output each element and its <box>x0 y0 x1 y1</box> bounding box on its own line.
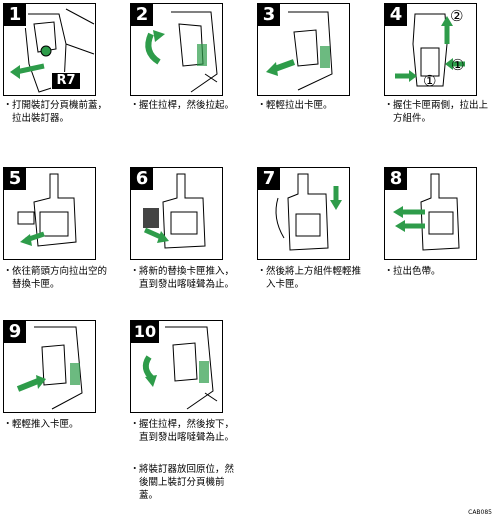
step-number: 10 <box>131 321 161 345</box>
step-8: 8 ・ 拉出色帶。 <box>381 165 498 320</box>
lever-drawing <box>145 11 218 93</box>
step-text: 握住拉桿，然後按下，直到發出喀噠聲為止。 <box>139 419 235 443</box>
step-2-caption: ・ 握住拉桿，然後拉起。 <box>130 99 242 112</box>
step-6: 6 ・ 將新的替換卡匣推入，直到發出喀噠聲為止。 <box>127 165 251 320</box>
cartridge-pull-drawing <box>266 11 333 91</box>
push-cartridge-drawing <box>16 326 83 410</box>
step-8-illustration: 8 <box>384 167 477 260</box>
step-8-caption: ・ 拉出色帶。 <box>384 265 488 278</box>
bullet: ・ <box>3 100 13 111</box>
new-cartridge-drawing <box>143 173 206 249</box>
bullet: ・ <box>257 266 267 277</box>
step-9: 9 ・ 輕輕推入卡匣。 <box>0 318 124 438</box>
step-3-illustration: 3 <box>257 3 350 96</box>
step-text: 握住卡匣兩側，拉出上方組件。 <box>393 100 489 124</box>
step-10-caption-2: ・ 將裝訂器放回原位，然後關上裝訂分頁機前蓋。 <box>130 463 242 502</box>
step-9-caption: ・ 輕輕推入卡匣。 <box>3 418 115 431</box>
step-6-illustration: 6 <box>130 167 223 260</box>
step-3-caption: ・ 輕輕拉出卡匣。 <box>257 99 369 112</box>
step-10-caption: ・ 握住拉桿，然後按下，直到發出喀噠聲為止。 <box>130 418 242 444</box>
marker-circle-2: ② <box>450 7 464 25</box>
step-9-illustration: 9 <box>3 320 96 413</box>
step-1: 1 R7 ・ 打開裝訂分頁機前蓋，拉出裝訂器。 <box>0 0 124 160</box>
step-4-illustration: ② ① ① 4 <box>384 3 477 96</box>
step-4-caption: ・ 握住卡匣兩側，拉出上方組件。 <box>384 99 488 125</box>
bullet: ・ <box>130 464 140 475</box>
step-number: 4 <box>385 4 409 28</box>
step-number: 3 <box>258 4 282 28</box>
step-number: 9 <box>4 321 28 345</box>
step-text-2: 將裝訂器放回原位，然後關上裝訂分頁機前蓋。 <box>139 464 235 501</box>
step-number: 1 <box>4 4 28 28</box>
step-7-illustration: 7 <box>257 167 350 260</box>
step-4: ② ① ① 4 ・ 握住卡匣兩側，拉出上方組件。 <box>381 0 498 160</box>
step-5-illustration: 5 <box>3 167 96 260</box>
step-text: 依往箭頭方向拉出空的替換卡匣。 <box>12 266 108 290</box>
upper-unit-drawing <box>395 13 465 87</box>
push-upper-unit-drawing <box>275 173 342 251</box>
press-lever-drawing <box>142 326 218 410</box>
step-5: 5 ・ 依往箭頭方向拉出空的替換卡匣。 <box>0 165 124 320</box>
step-3: 3 ・ 輕輕拉出卡匣。 <box>254 0 378 160</box>
bullet: ・ <box>257 100 267 111</box>
bullet: ・ <box>3 419 13 430</box>
step-number: 2 <box>131 4 155 28</box>
figure-code: CAB085 <box>468 509 492 516</box>
bullet: ・ <box>130 100 140 111</box>
step-7: 7 ・ 然後將上方組件輕輕推入卡匣。 <box>254 165 378 320</box>
marker-circle-1: ① <box>451 56 465 74</box>
step-2-illustration: 2 <box>130 3 223 96</box>
step-text: 輕輕拉出卡匣。 <box>266 100 333 111</box>
step-10: 10 ・ 握住拉桿，然後按下，直到發出喀噠聲為止。 ・ 將裝訂器放回原位，然後關… <box>127 318 251 518</box>
step-number: 8 <box>385 168 409 192</box>
marker-circle-1b: ① <box>423 72 437 90</box>
bullet: ・ <box>3 266 13 277</box>
step-1-caption: ・ 打開裝訂分頁機前蓋，拉出裝訂器。 <box>3 99 115 125</box>
bullet: ・ <box>384 100 394 111</box>
step-text: 將新的替換卡匣推入，直到發出喀噠聲為止。 <box>139 266 235 290</box>
step-7-caption: ・ 然後將上方組件輕輕推入卡匣。 <box>257 265 369 291</box>
step-number: 7 <box>258 168 282 192</box>
bullet: ・ <box>130 419 140 430</box>
step-text: 打開裝訂分頁機前蓋，拉出裝訂器。 <box>12 100 108 124</box>
step-text: 輕輕推入卡匣。 <box>12 419 79 430</box>
step-text: 拉出色帶。 <box>393 266 441 277</box>
model-badge: R7 <box>51 72 81 90</box>
step-5-caption: ・ 依往箭頭方向拉出空的替換卡匣。 <box>3 265 115 291</box>
step-10-illustration: 10 <box>130 320 223 413</box>
ribbon-drawing <box>393 173 460 251</box>
step-6-caption: ・ 將新的替換卡匣推入，直到發出喀噠聲為止。 <box>130 265 242 291</box>
bullet: ・ <box>130 266 140 277</box>
step-number: 6 <box>131 168 155 192</box>
empty-cartridge-drawing <box>17 173 77 247</box>
step-number: 5 <box>4 168 28 192</box>
step-2: 2 ・ 握住拉桿，然後拉起。 <box>127 0 251 160</box>
step-text: 然後將上方組件輕輕推入卡匣。 <box>266 266 362 290</box>
bullet: ・ <box>384 266 394 277</box>
step-text: 握住拉桿，然後拉起。 <box>139 100 235 111</box>
stapler-unit-drawing <box>10 8 95 93</box>
step-1-illustration: 1 R7 <box>3 3 96 96</box>
